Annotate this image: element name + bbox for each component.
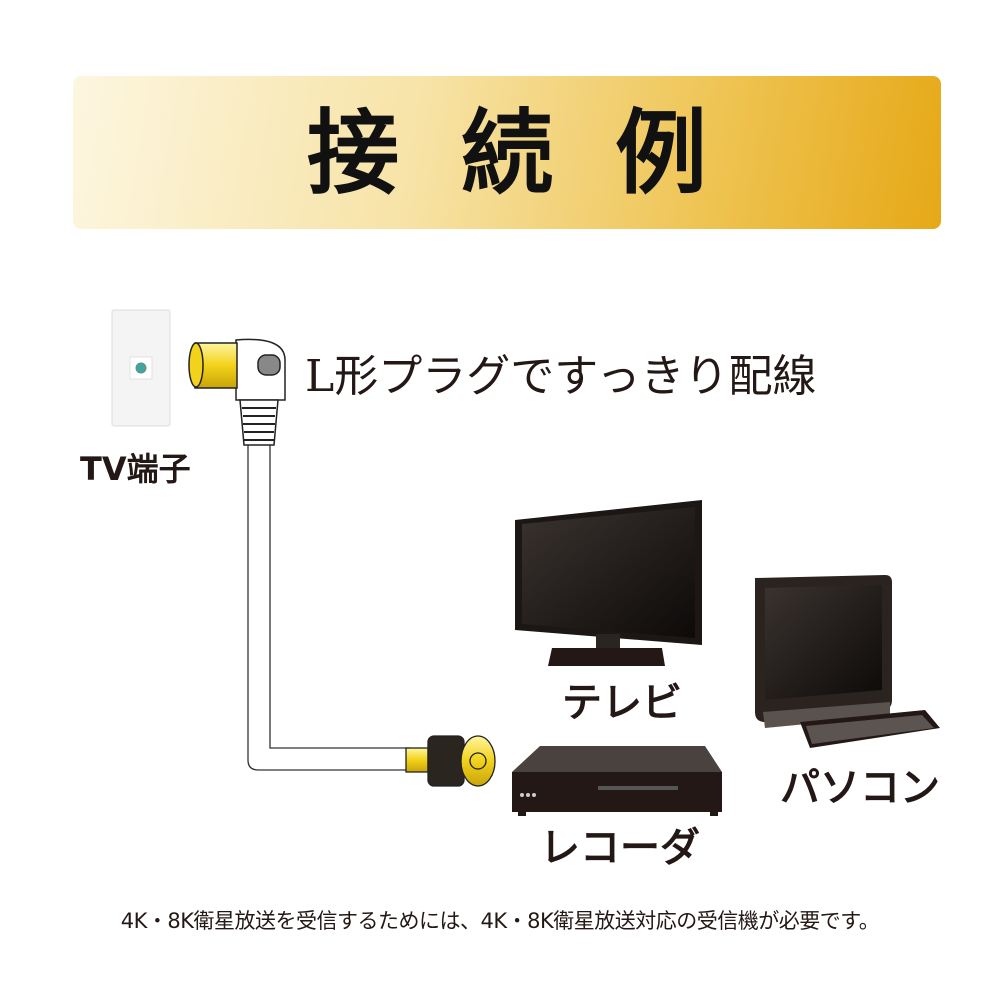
tv-wall-outlet	[111, 309, 171, 427]
tv-outlet-label: TV端子	[80, 450, 191, 488]
antenna-cable	[247, 445, 410, 771]
catchphrase: L形プラグですっきり配線	[305, 351, 817, 402]
page-title: 接続例	[306, 99, 769, 207]
pc-illustration	[755, 575, 940, 748]
tv-illustration	[515, 500, 702, 666]
footnote: 4K・8K衛星放送を受信するためには、4K・8K衛星放送対応の受信機が必要です。	[120, 909, 880, 933]
recorder-illustration	[512, 746, 722, 816]
recorder-label: レコーダ	[540, 825, 700, 871]
title-banner: 接続例	[73, 76, 941, 229]
f-connector	[405, 735, 496, 787]
l-shaped-plug	[188, 338, 286, 446]
tv-label: テレビ	[562, 680, 682, 726]
pc-label: パソコン	[780, 765, 940, 811]
